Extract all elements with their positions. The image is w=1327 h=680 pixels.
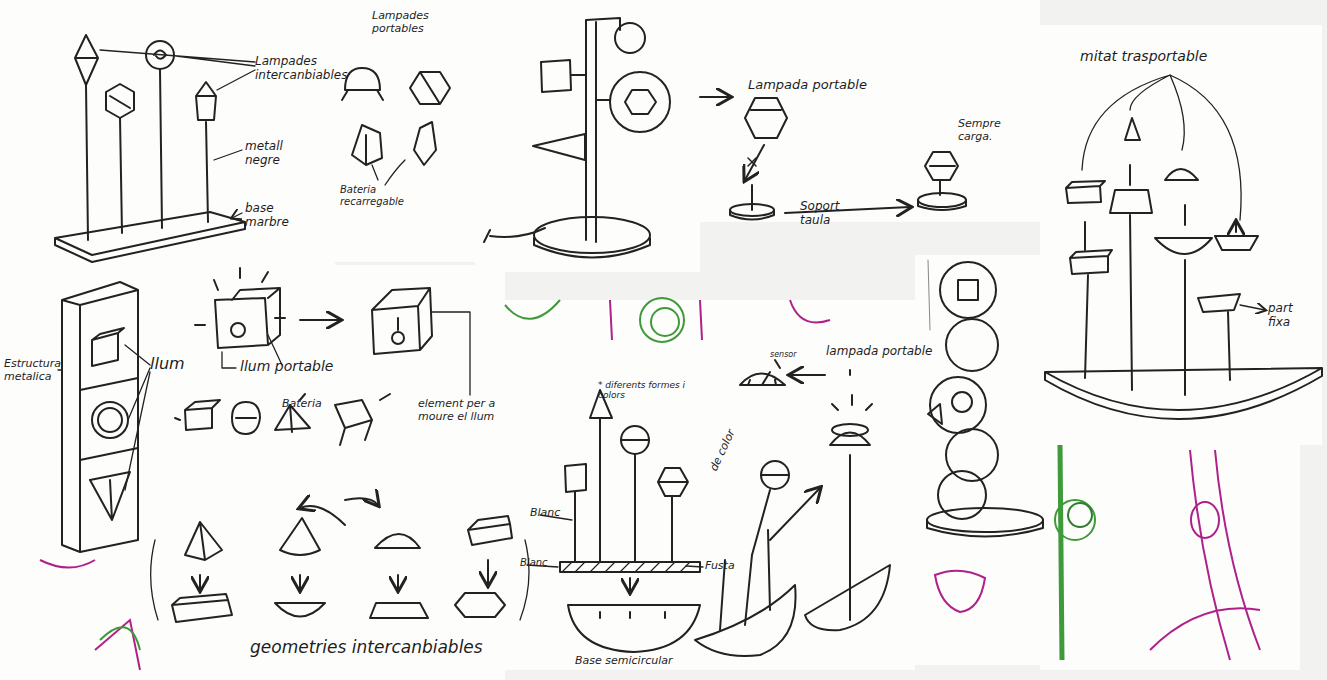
annotation-label: * diferents formes i colors (598, 380, 688, 401)
annotation-label: Fusta (705, 560, 755, 573)
color-scribble (40, 298, 1260, 670)
annotation-label: Soport taula (800, 200, 860, 228)
annotation-label: base marbre (245, 202, 303, 230)
metal-structure-sketch (58, 268, 470, 552)
annotation-label: Lampades intercanbiables (255, 55, 333, 83)
circles-stack-sketch (927, 260, 1043, 537)
tree-lamp-sketch (484, 18, 730, 258)
annotation-label: lampada portable (826, 345, 936, 359)
portable-lamps-sketch (342, 68, 450, 185)
annotation-label: geometries intercanbiables (250, 638, 500, 658)
annotation-label: Bateria recarregable (340, 184, 420, 207)
annotation-label: Lampades portables (372, 10, 452, 35)
annotation-label: part fixa (1268, 302, 1318, 330)
annotation-label: Base semicircular (575, 655, 735, 668)
annotation-label: element per a moure el llum (418, 398, 502, 423)
annotation-label: Blanc (520, 557, 560, 569)
annotation-label: Lampada portable (748, 78, 878, 93)
annotation-label: Sempre carga. (958, 118, 1030, 143)
annotation-label: Blanc (530, 507, 580, 520)
geometry-sketch (151, 498, 529, 622)
lamp-stand-sketch (55, 35, 255, 262)
annotation-label: llum portable (240, 358, 360, 374)
semicircle-stand-sketch (1045, 75, 1322, 419)
support-sketch (730, 98, 966, 220)
base-semicircular-sketch (527, 360, 890, 656)
annotation-label: Estructura metalica (4, 358, 64, 383)
annotation-label: metall negre (245, 140, 305, 168)
annotation-label: llum (150, 355, 190, 373)
annotation-label: mitat trasportable (1080, 48, 1250, 64)
annotation-label: sensor (770, 350, 820, 359)
annotation-label: Bateria (282, 398, 342, 411)
